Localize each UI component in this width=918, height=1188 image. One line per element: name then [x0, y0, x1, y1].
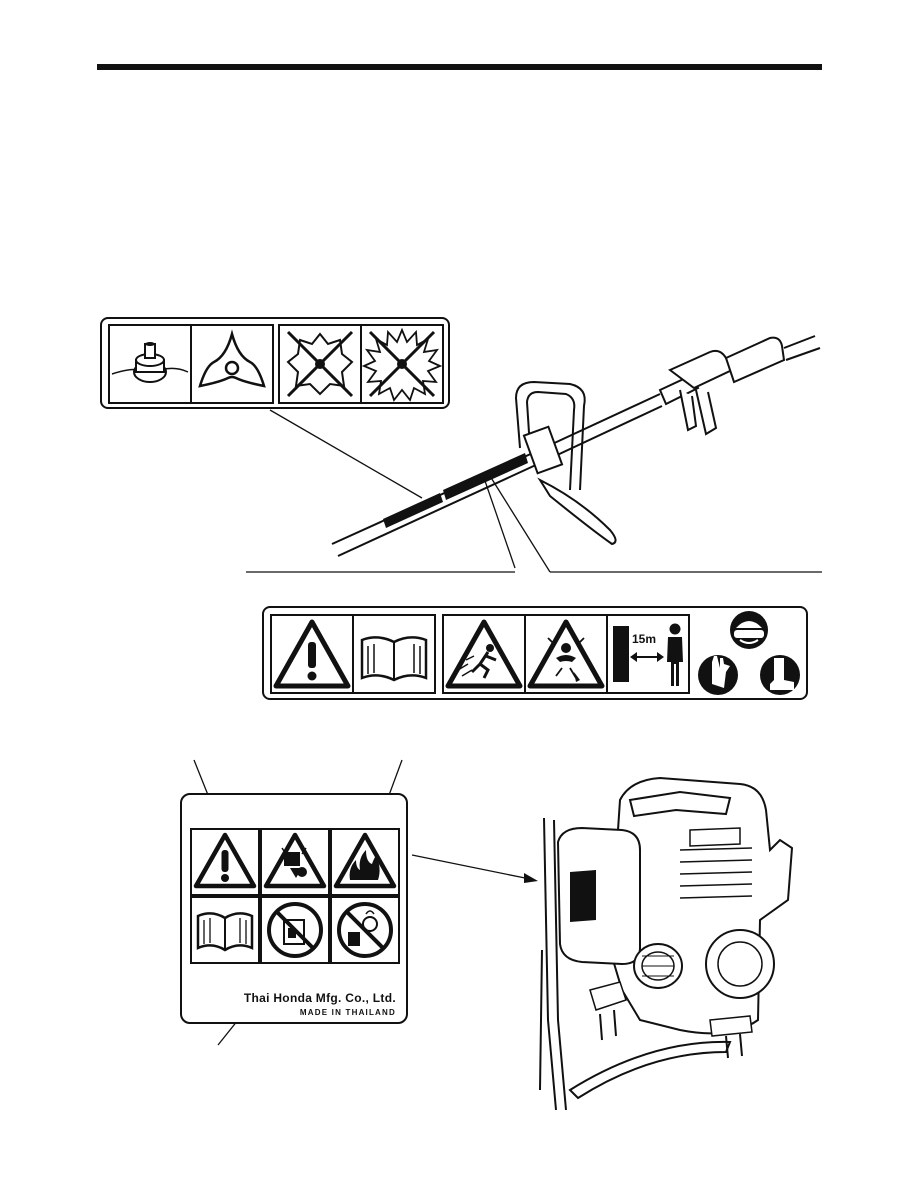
no-fire-fuel-icon — [330, 896, 400, 964]
person-icon — [664, 622, 686, 688]
flying-debris-icon — [524, 614, 608, 694]
hot-surface-icon — [260, 828, 330, 896]
shaft-illustration — [240, 330, 830, 580]
fire-hazard-icon — [330, 828, 400, 896]
warning-icon — [270, 614, 354, 694]
read-manual-icon — [190, 896, 260, 964]
double-arrow-icon — [630, 650, 664, 664]
distance-text: 15m — [632, 632, 656, 646]
engine-label: Thai Honda Mfg. Co., Ltd. MADE IN THAILA… — [180, 793, 408, 1024]
safety-label: 15m — [262, 606, 808, 700]
manufacturer-text: Thai Honda Mfg. Co., Ltd. — [244, 991, 396, 1005]
machine-block — [613, 626, 629, 682]
engine-illustration — [530, 770, 810, 1110]
safe-distance-icon: 15m — [606, 614, 690, 694]
no-refuel-icon — [260, 896, 330, 964]
protective-equipment-icon — [696, 610, 802, 698]
origin-text: MADE IN THAILAND — [300, 1008, 396, 1017]
read-manual-icon — [352, 614, 436, 694]
warning-icon — [190, 828, 260, 896]
nylon-cutter-head-icon — [108, 324, 192, 404]
thrown-objects-icon — [442, 614, 526, 694]
header-rule — [97, 64, 822, 70]
